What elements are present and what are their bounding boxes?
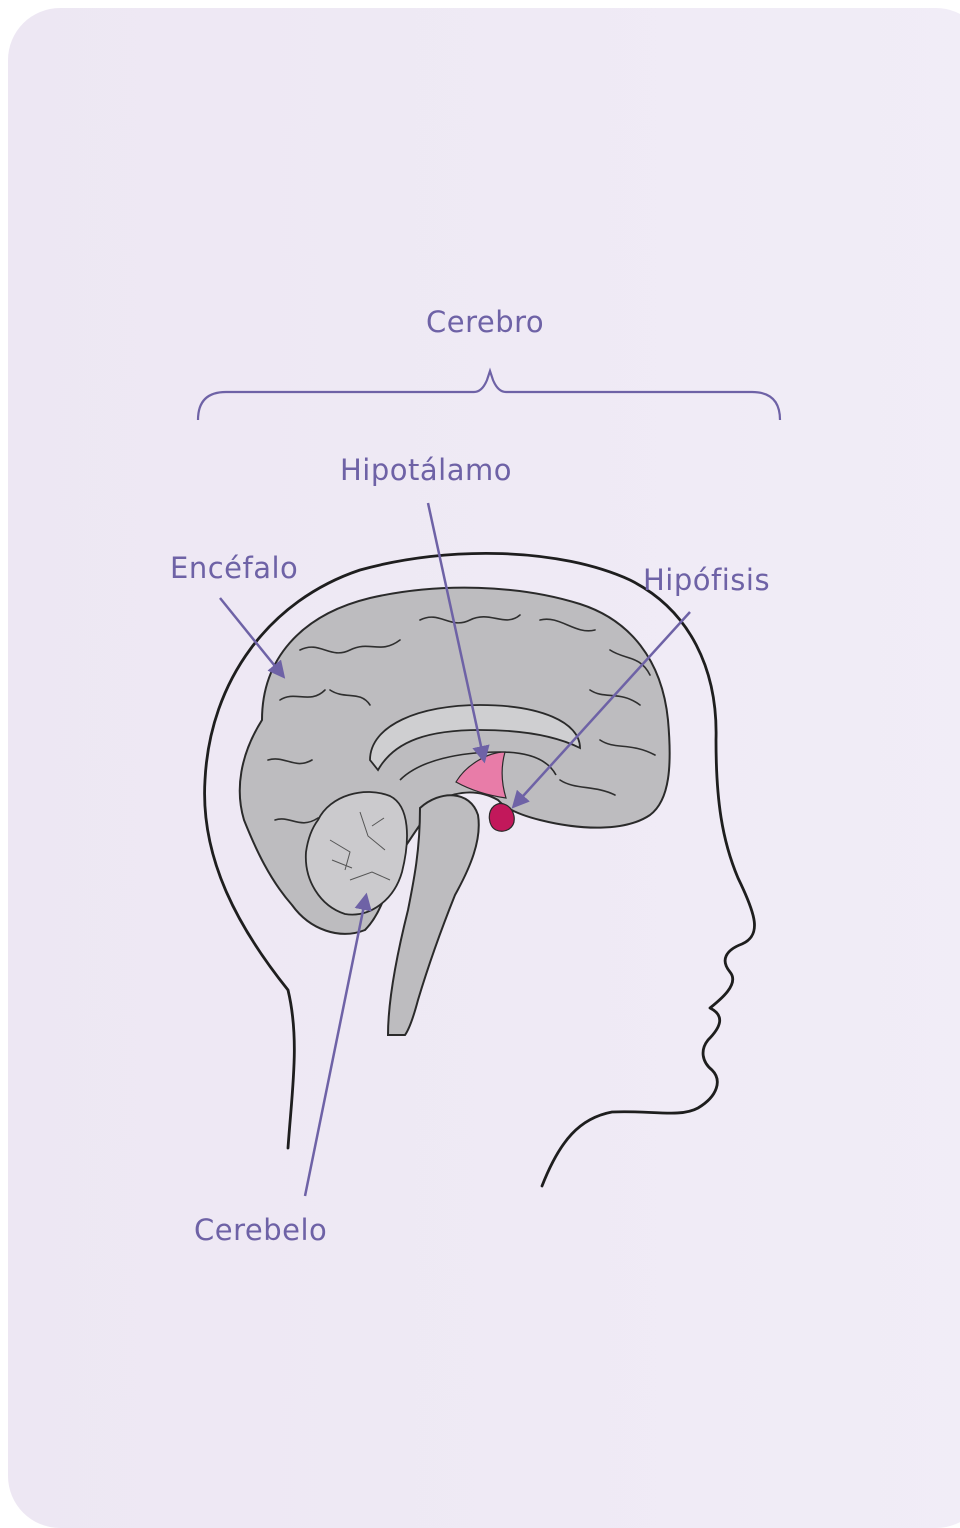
label-hipofisis: Hipófisis bbox=[643, 566, 770, 595]
label-hipotalamo: Hipotálamo bbox=[340, 456, 512, 485]
label-encefalo: Encéfalo bbox=[170, 554, 298, 583]
cerebro-bracket bbox=[198, 371, 780, 420]
pituitary bbox=[489, 804, 514, 832]
cerebelo-arrow bbox=[305, 896, 366, 1196]
head-brain-diagram bbox=[0, 0, 960, 1488]
encefalo-arrow bbox=[220, 598, 283, 676]
label-cerebelo: Cerebelo bbox=[194, 1216, 327, 1245]
label-cerebro: Cerebro bbox=[426, 308, 544, 337]
